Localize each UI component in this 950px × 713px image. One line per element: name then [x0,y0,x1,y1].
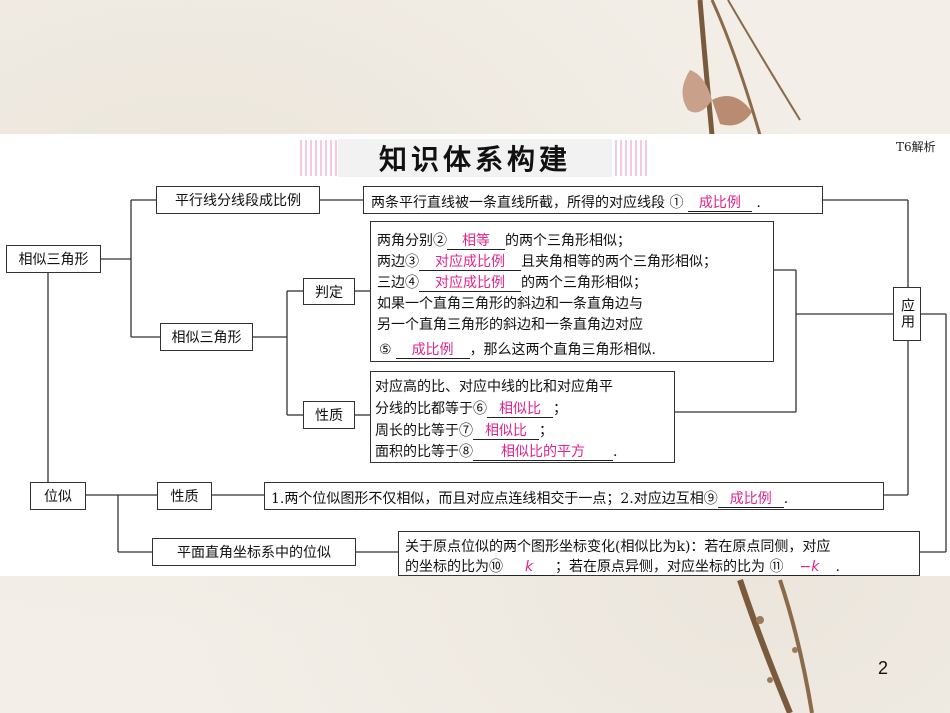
property-l3-pre: 周长的比等于⑦ [375,423,473,439]
node-application: 应用 [893,287,921,341]
node-homothety-property: 性质 [157,482,212,510]
node-coordinate-homothety: 平面直角坐标系中的位似 [152,538,356,566]
answer-11: −k [783,559,836,576]
judge-l1-post: 的两个三角形相似； [505,233,631,249]
page-title: 知识体系构建 [338,139,612,177]
parallel-end: . [756,195,761,211]
judge-l6-pre: ⑤ [379,342,392,358]
answer-9: 成比例 [717,491,784,508]
answer-5: 成比例 [395,342,470,359]
property-l1: 对应高的比、对应中线的比和对应角平 [375,379,613,395]
corner-label: T6解析 [896,140,936,154]
judge-l3-post: 的两个三角形相似； [521,275,647,291]
node-parallel-lines: 平行线分线段成比例 [156,186,320,214]
homothety-post: . [783,491,789,507]
parallel-lines-content: 两条平行直线被一条直线所截，所得的对应线段 ① 成比例 . [363,186,823,214]
judge-l1-pre: 两角分别② [377,233,447,249]
property-l3-post: ； [539,423,553,439]
property-l4-pre: 面积的比等于⑧ [375,444,473,460]
property-l4-post: . [613,444,618,460]
answer-2: 相等 [447,233,505,250]
node-similar-triangles: 相似三角形 [6,245,101,273]
judge-l5: 另一个直角三角形的斜边和一条直角边对应 [377,317,643,333]
coordinate-l2-post: . [835,559,840,575]
answer-4: 对应成比例 [419,275,521,292]
answer-7: 相似比 [473,423,539,440]
property-l2-pre: 分线的比都等于⑥ [375,401,487,417]
node-property: 性质 [303,401,355,429]
answer-8: 相似比的平方 [473,444,613,461]
judge-l3-pre: 三边④ [377,275,419,291]
node-judge: 判定 [303,278,355,305]
coordinate-l2-mid: ；若在原点异侧，对应坐标的比为 ⑪ [555,559,784,575]
parallel-text: 两条平行直线被一条直线所截，所得的对应线段 ① [371,195,684,211]
application-label: 应用 [899,298,915,330]
judge-l6-post: ，那么这两个直角三角形相似. [469,342,657,358]
judge-l2-post: 且夹角相等的两个三角形相似； [521,254,717,270]
node-similar-triangles-sub: 相似三角形 [160,323,253,351]
judge-l4: 如果一个直角三角形的斜边和一条直角边与 [377,296,643,312]
answer-1: 成比例 [687,195,752,212]
answer-10: k [503,559,555,576]
homothety-pre: 1.两个位似图形不仅相似，而且对应点连线相交于一点；2.对应边互相⑨ [271,491,718,507]
property-l2-post: ； [553,401,567,417]
coordinate-homothety-content: 关于原点位似的两个图形坐标变化(相似比为k)：若在原点同侧，对应 的坐标的比为⑩… [398,531,920,576]
coordinate-l1: 关于原点位似的两个图形坐标变化(相似比为k)：若在原点同侧，对应 [405,539,831,555]
answer-3: 对应成比例 [419,254,521,271]
answer-6: 相似比 [487,401,553,418]
coordinate-l2-pre: 的坐标的比为⑩ [405,559,503,575]
judge-l2-pre: 两边③ [377,254,419,270]
node-homothety: 位似 [30,482,86,510]
page-number: 2 [878,658,889,678]
